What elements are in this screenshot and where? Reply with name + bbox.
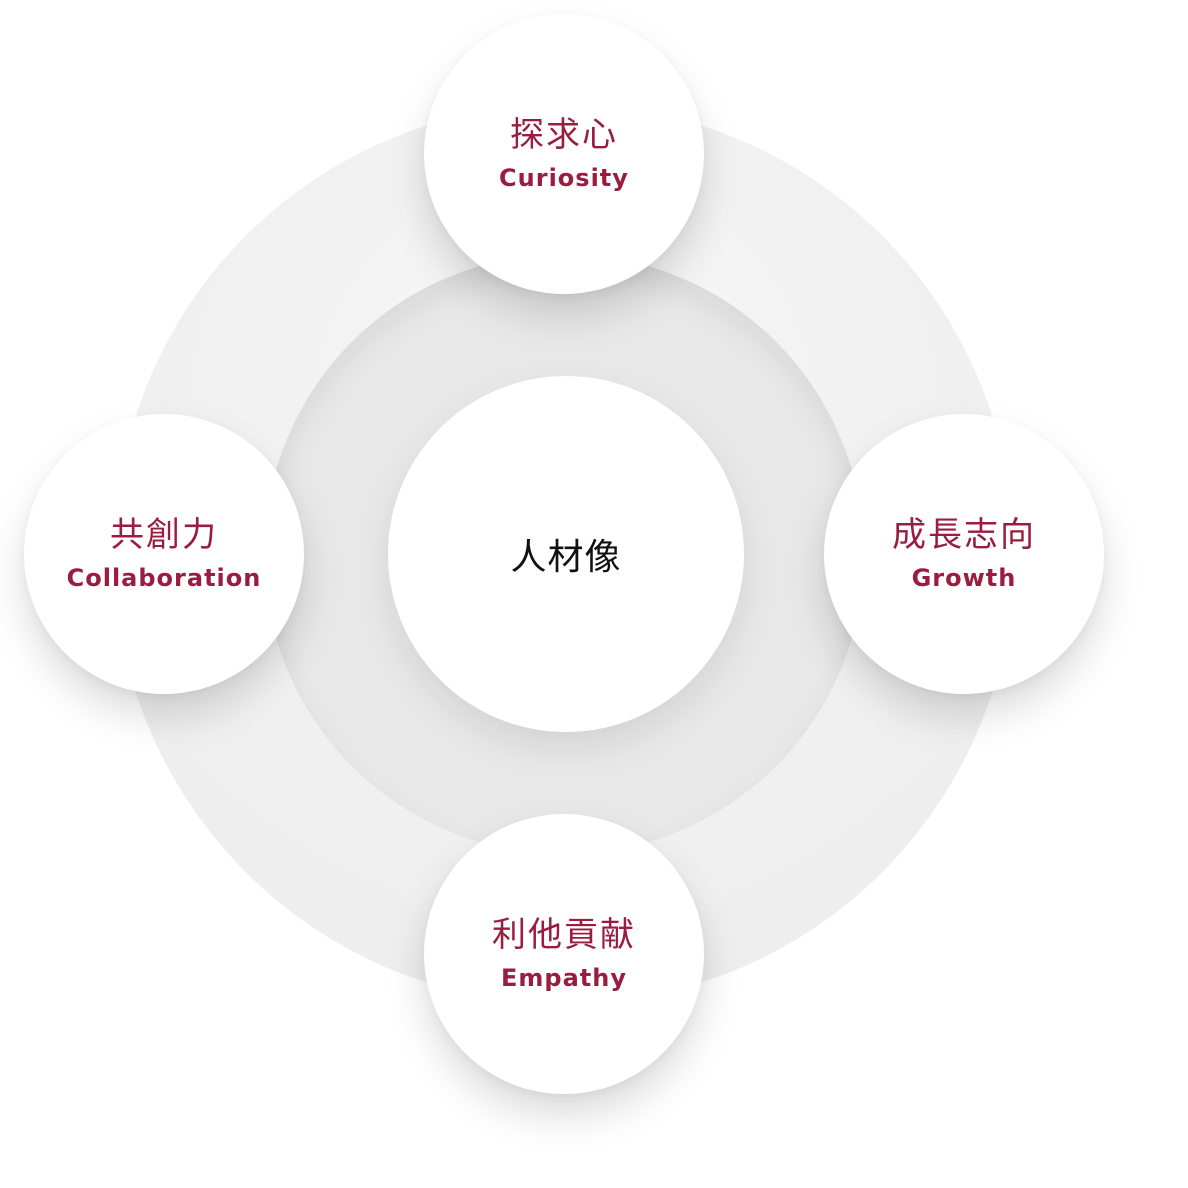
node-curiosity-en-label: Curiosity (499, 164, 629, 192)
center-circle: 人材像 (388, 376, 744, 732)
node-curiosity-jp-label: 探求心 (510, 115, 618, 156)
node-growth-jp-label: 成長志向 (892, 515, 1036, 556)
node-empathy-en-label: Empathy (501, 964, 627, 992)
node-empathy-jp-label: 利他貢献 (492, 915, 636, 956)
node-curiosity: 探求心 Curiosity (424, 14, 704, 294)
node-collaboration: 共創力 Collaboration (24, 414, 304, 694)
center-label: 人材像 (510, 537, 622, 578)
node-empathy: 利他貢献 Empathy (424, 814, 704, 1094)
node-growth-en-label: Growth (911, 564, 1017, 592)
node-growth: 成長志向 Growth (824, 414, 1104, 694)
node-collaboration-en-label: Collaboration (66, 564, 262, 592)
node-collaboration-jp-label: 共創力 (110, 515, 218, 556)
